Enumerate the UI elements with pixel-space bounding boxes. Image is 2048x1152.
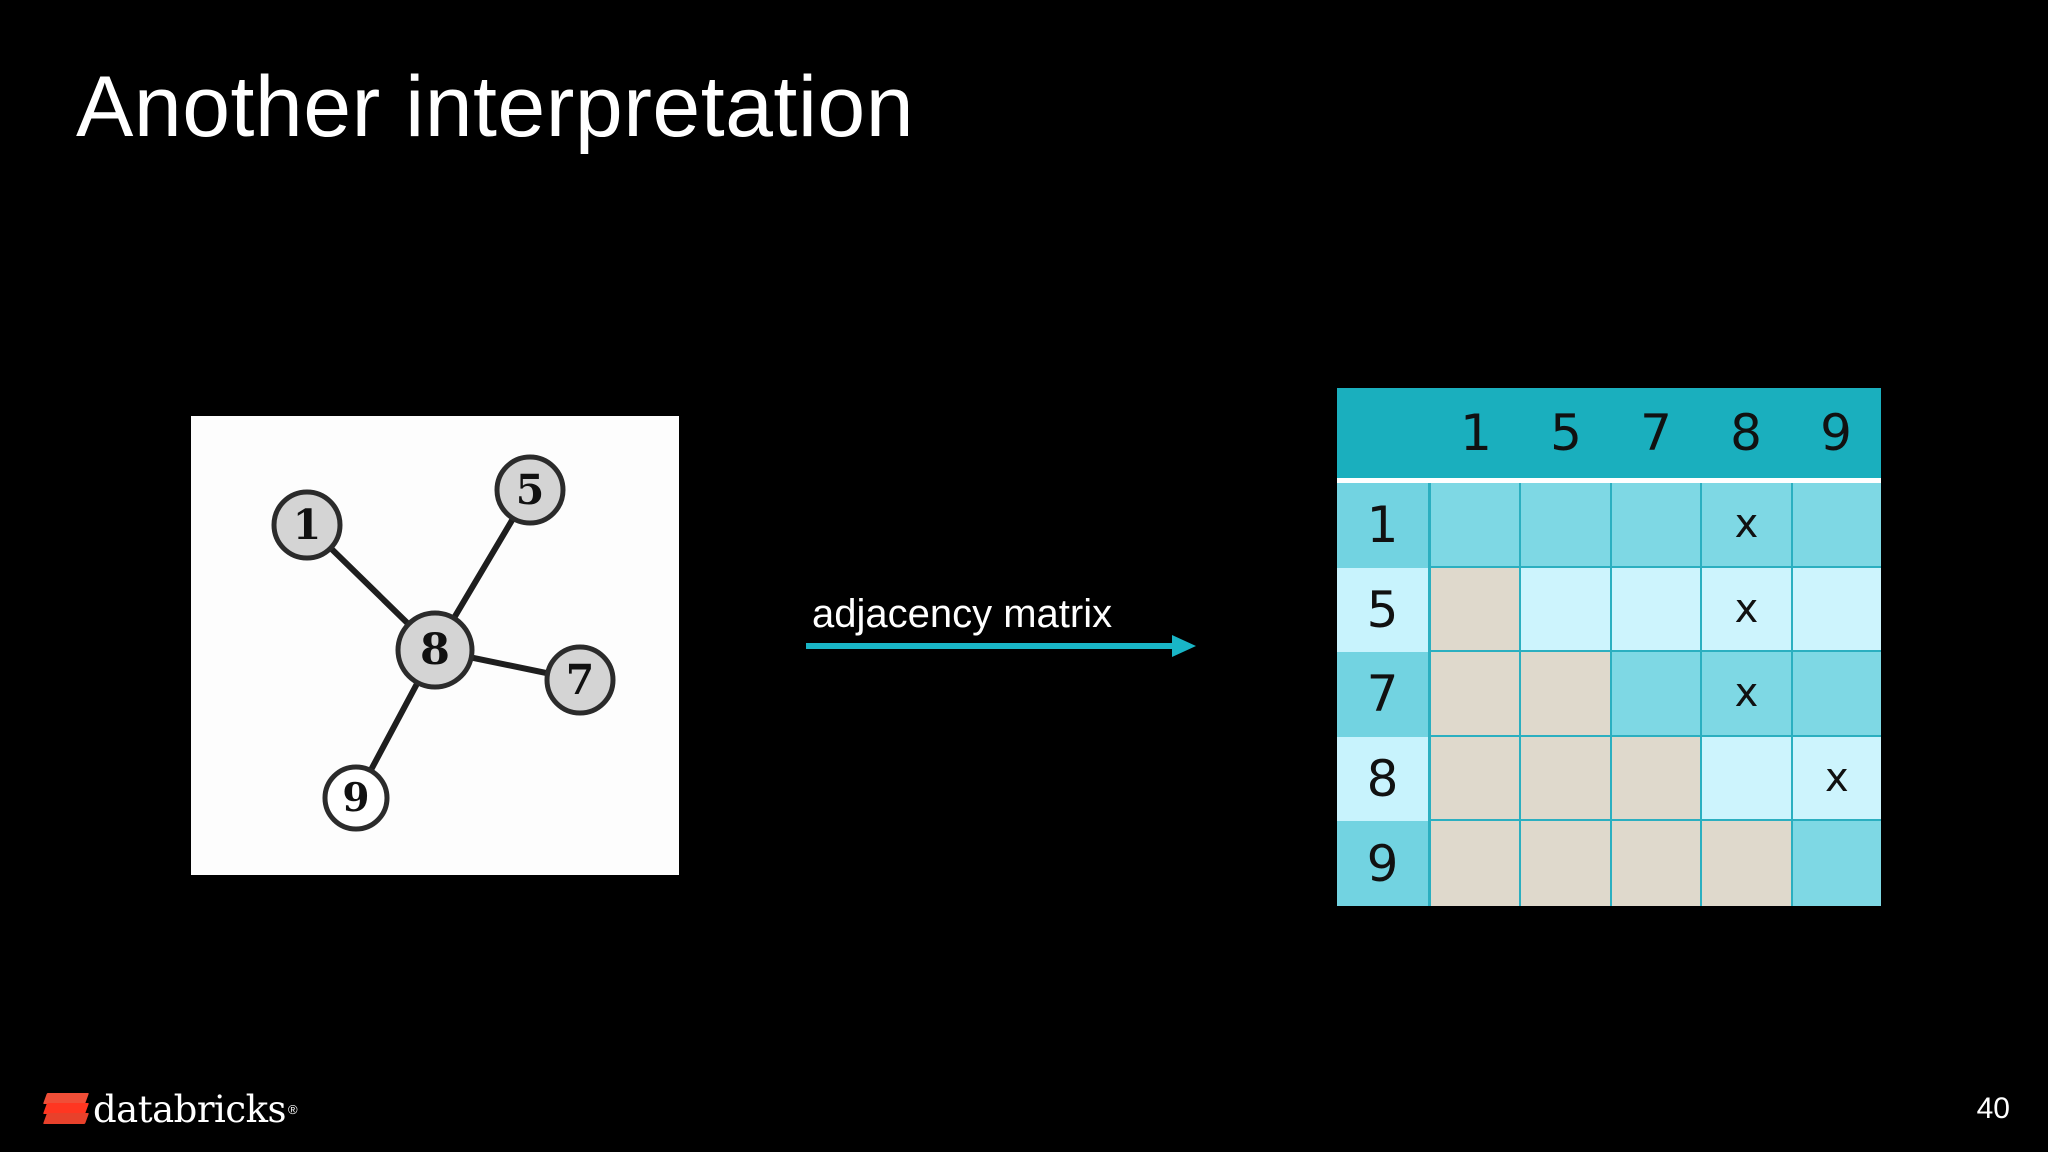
- matrix-header-row: 1 5 7 8 9: [1337, 388, 1881, 478]
- matrix-cell-1-1[interactable]: [1431, 483, 1522, 568]
- matrix-body: 1 x 5 x 7 x 8: [1337, 483, 1882, 906]
- matrix-cell-7-9[interactable]: [1792, 652, 1882, 737]
- databricks-bricks-icon: [42, 1092, 90, 1126]
- matrix-cell-9-9[interactable]: [1792, 821, 1882, 906]
- matrix-cell-9-8[interactable]: [1702, 821, 1793, 906]
- matrix-cell-9-5[interactable]: [1521, 821, 1612, 906]
- matrix-row-header-5: 5: [1337, 567, 1431, 653]
- arrow-head-icon: [1172, 635, 1196, 657]
- matrix-row: 1 x: [1337, 483, 1882, 568]
- trademark-symbol: ®: [288, 1101, 298, 1117]
- matrix-header-divider: [1337, 478, 1881, 483]
- matrix-cell-7-7[interactable]: [1611, 652, 1703, 737]
- matrix-cell-5-5[interactable]: [1521, 567, 1612, 653]
- matrix-col-header-8: 8: [1730, 404, 1762, 462]
- matrix-cell-7-8[interactable]: x: [1702, 652, 1793, 737]
- matrix-cell-8-9[interactable]: x: [1792, 736, 1882, 822]
- matrix-col-header-7: 7: [1640, 404, 1672, 462]
- graph-svg: 1 5 8 7 9: [271, 454, 616, 832]
- graph-node-8[interactable]: [395, 610, 475, 690]
- graph-panel: 1 5 8 7 9: [191, 416, 679, 875]
- matrix-row-header-9: 9: [1337, 821, 1431, 906]
- matrix-cell-1-8[interactable]: x: [1702, 483, 1793, 568]
- matrix-cell-1-9[interactable]: [1792, 483, 1882, 568]
- matrix-cell-7-1[interactable]: [1431, 652, 1522, 737]
- graph-node-7[interactable]: [544, 644, 616, 716]
- graph-node-9[interactable]: [322, 764, 390, 832]
- matrix-col-header-5: 5: [1550, 404, 1582, 462]
- matrix-cell-1-5[interactable]: [1521, 483, 1612, 568]
- adjacency-matrix: 1 5 7 8 9 1 x 5 x 7: [1337, 388, 1882, 906]
- matrix-cell-8-8[interactable]: [1702, 736, 1793, 822]
- graph-node-9-label: 9: [342, 775, 369, 821]
- matrix-row-header-8: 8: [1337, 736, 1431, 822]
- matrix-cell-8-7[interactable]: [1611, 736, 1703, 822]
- matrix-cell-8-1[interactable]: [1431, 736, 1522, 822]
- matrix-row: 9: [1337, 821, 1882, 906]
- transform-arrow-group: adjacency matrix: [806, 592, 1196, 672]
- graph-node-5[interactable]: [494, 454, 566, 526]
- brand-name: databricks: [93, 1087, 287, 1131]
- arrow-shaft: [806, 643, 1174, 649]
- matrix-cell-5-1[interactable]: [1431, 567, 1522, 653]
- graph-node-1[interactable]: [271, 489, 343, 561]
- matrix-cell-9-7[interactable]: [1611, 821, 1703, 906]
- matrix-row-header-1: 1: [1337, 483, 1431, 568]
- matrix-row: 8 x: [1337, 736, 1882, 822]
- graph-node-8-label: 8: [420, 625, 450, 675]
- page-number: 40: [1976, 1092, 2010, 1125]
- matrix-cell-9-1[interactable]: [1431, 821, 1522, 906]
- matrix-corner-cell: [1337, 388, 1431, 478]
- matrix-cell-7-5[interactable]: [1521, 652, 1612, 737]
- matrix-cell-8-5[interactable]: [1521, 736, 1612, 822]
- matrix-cell-5-9[interactable]: [1792, 567, 1882, 653]
- adjacency-matrix-caption: adjacency matrix: [812, 592, 1113, 636]
- matrix-col-header-1: 1: [1460, 404, 1492, 462]
- matrix-cell-5-8[interactable]: x: [1702, 567, 1793, 653]
- databricks-logo: databricks ®: [42, 1087, 298, 1131]
- matrix-cell-1-7[interactable]: [1611, 483, 1703, 568]
- graph-node-1-label: 1: [293, 501, 322, 549]
- matrix-row-header-7: 7: [1337, 652, 1431, 737]
- matrix-row: 5 x: [1337, 567, 1882, 653]
- page-title: Another interpretation: [76, 59, 915, 155]
- graph-node-5-label: 5: [516, 466, 545, 514]
- matrix-row: 7 x: [1337, 652, 1882, 737]
- matrix-cell-5-7[interactable]: [1611, 567, 1703, 653]
- graph-nodes: 1 5 8 7 9: [271, 454, 616, 832]
- graph-node-7-label: 7: [566, 656, 595, 704]
- matrix-col-header-9: 9: [1820, 404, 1852, 462]
